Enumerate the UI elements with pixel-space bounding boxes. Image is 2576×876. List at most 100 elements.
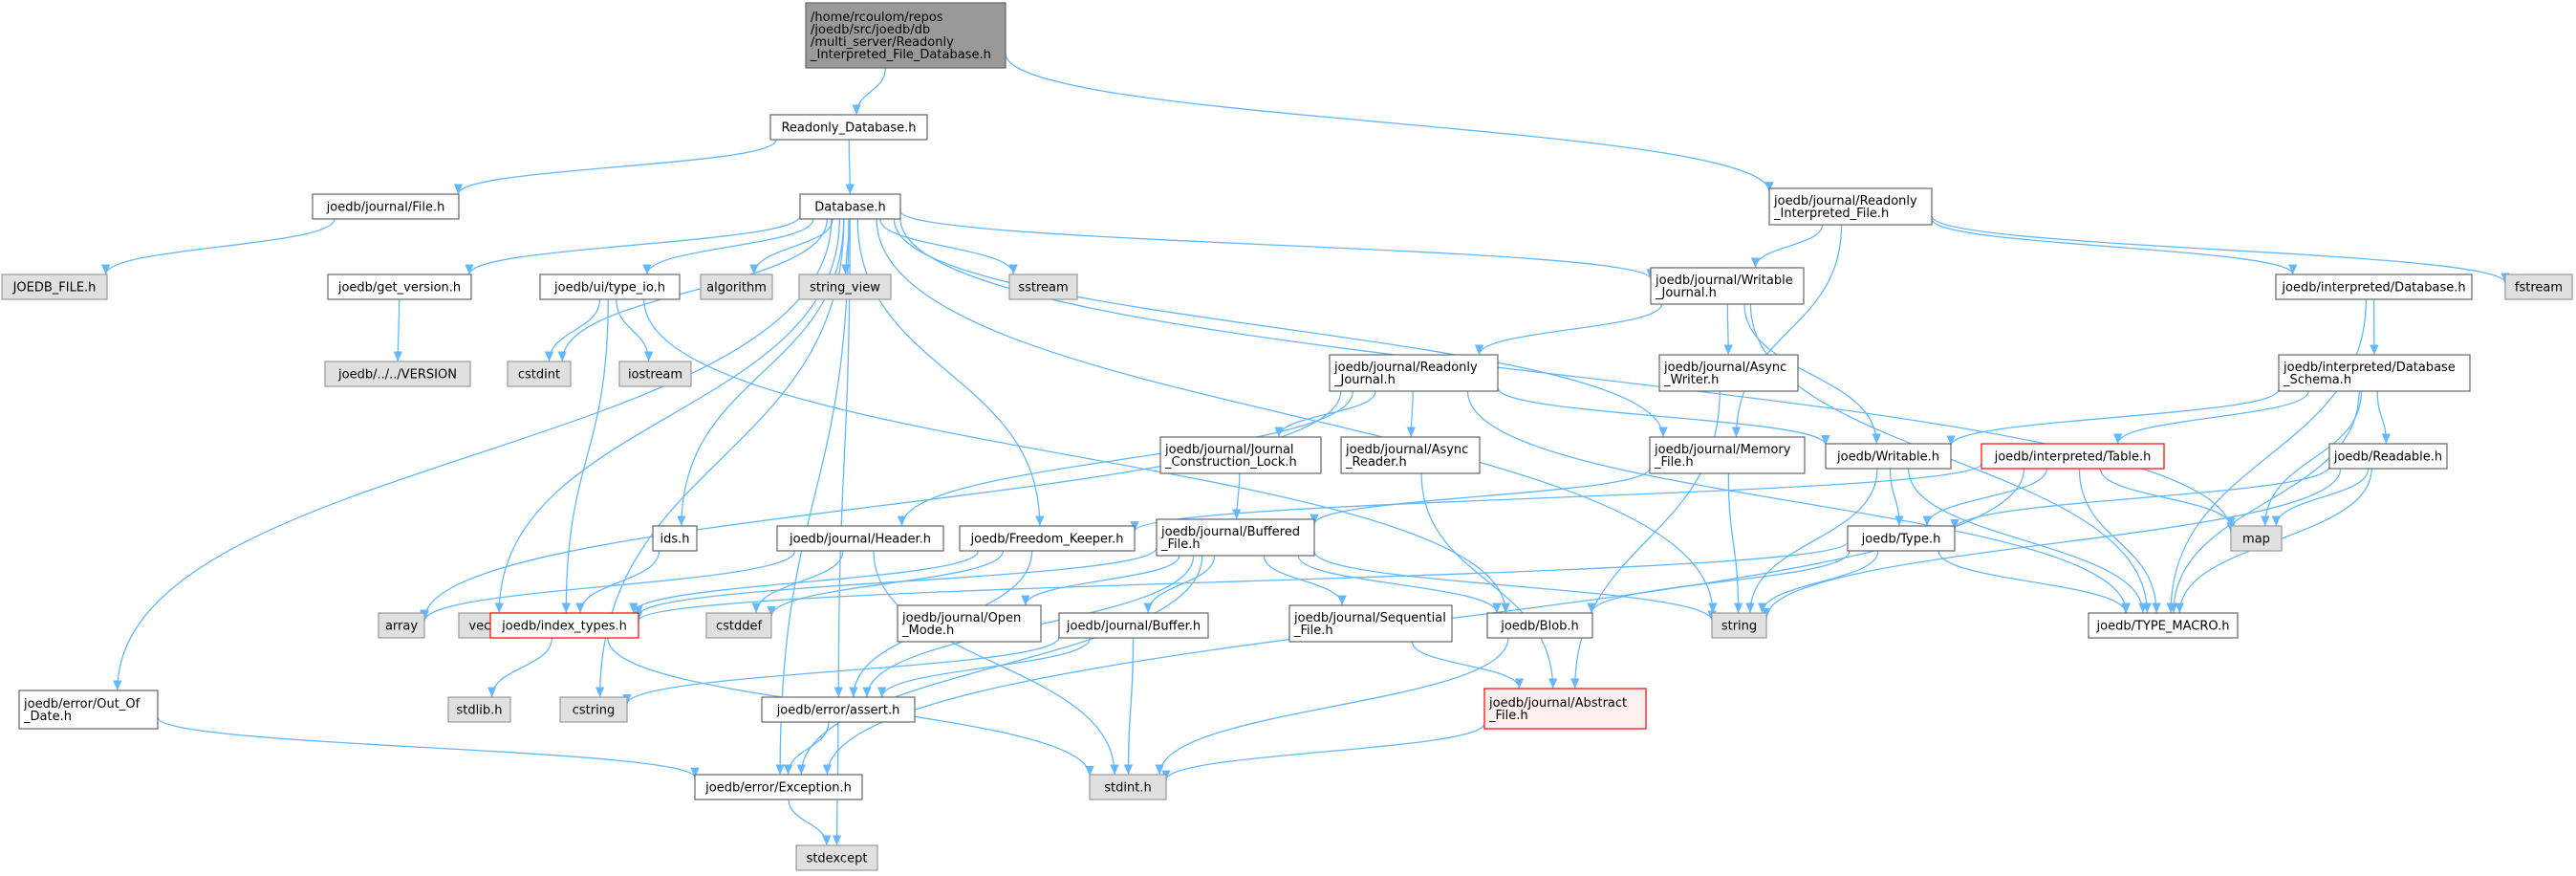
edge-buffered_file-to-string xyxy=(1313,551,1717,622)
node-box xyxy=(805,2,1007,69)
node-box xyxy=(378,612,425,639)
node-ro-interp-file[interactable]: joedb/journal/Readonly_Interpreted_File.… xyxy=(1768,187,1933,226)
edge-buffered_file-to-open_mode xyxy=(1021,555,1180,606)
edge-buffered_file-to-index_types xyxy=(634,547,1158,617)
node-box xyxy=(652,525,698,552)
edge-header-to-stdint xyxy=(873,550,1119,776)
node-label: stdint.h xyxy=(1104,781,1151,796)
node-index-types[interactable]: joedb/index_types.h xyxy=(489,612,639,639)
edge-readonly_journal-to-array xyxy=(420,390,1342,621)
node-label: joedb/error/Exception.h xyxy=(704,781,852,796)
node-exception[interactable]: joedb/error/Exception.h xyxy=(694,774,863,800)
edge-interp_table-to-type xyxy=(1922,468,2048,527)
node-label: _File.h xyxy=(1488,709,1528,723)
node-freedom-keeper[interactable]: joedb/Freedom_Keeper.h xyxy=(959,525,1136,552)
edge-readonly_journal-to-async_reader xyxy=(1406,390,1416,438)
node-abstract-file[interactable]: joedb/journal/Abstract_File.h xyxy=(1483,688,1647,730)
node-label: _Writer.h xyxy=(1663,373,1719,387)
node-box xyxy=(1288,604,1453,643)
node-box xyxy=(1711,612,1767,639)
node-box xyxy=(2278,354,2471,392)
edge-db_schema-to-type_macro xyxy=(2169,390,2360,614)
node-interp-table[interactable]: joedb/interpreted/Table.h xyxy=(1981,443,2165,470)
edge-database-to-ids xyxy=(677,218,845,527)
node-sequential-file[interactable]: joedb/journal/Sequential_File.h xyxy=(1288,604,1453,643)
node-label: sstream xyxy=(1018,281,1068,296)
node-root[interactable]: /home/rcoulom/repos/joedb/src/joedb/db/m… xyxy=(805,2,1007,69)
node-label: JOEDB_FILE.h xyxy=(12,281,97,296)
node-label: joedb/journal/Abstract xyxy=(1488,696,1627,711)
node-fstream: fstream xyxy=(2504,274,2573,300)
node-label: map xyxy=(2242,533,2270,547)
edge-construction_lock-to-buffered_file xyxy=(1232,472,1242,520)
node-get-version[interactable]: joedb/get_version.h xyxy=(327,274,472,300)
edge-writable-to-string xyxy=(1745,468,1878,614)
node-database[interactable]: Database.h xyxy=(799,193,901,220)
node-label: /home/rcoulom/repos xyxy=(811,11,943,25)
node-label: joedb/ui/type_io.h xyxy=(553,281,665,296)
node-header[interactable]: joedb/journal/Header.h xyxy=(776,525,944,552)
edge-database-to-exception xyxy=(775,218,850,776)
node-interp-database[interactable]: joedb/interpreted/Database.h xyxy=(2275,274,2473,300)
node-box xyxy=(1058,612,1209,639)
node-box xyxy=(798,274,892,300)
node-label: joedb/Freedom_Keeper.h xyxy=(969,533,1123,547)
edge-database-to-writable_journal xyxy=(899,210,1656,280)
node-writable[interactable]: joedb/Writable.h xyxy=(1825,443,1952,470)
node-box xyxy=(1847,525,1956,552)
node-label: _Interpreted_File.h xyxy=(1773,207,1889,221)
edge-database-to-map xyxy=(899,218,2236,533)
node-readonly-journal[interactable]: joedb/journal/Readonly_Journal.h xyxy=(1329,354,1499,392)
node-label: joedb/journal/Header.h xyxy=(789,533,931,547)
node-box xyxy=(776,525,944,552)
node-type[interactable]: joedb/Type.h xyxy=(1847,525,1956,552)
node-readonly-db[interactable]: Readonly_Database.h xyxy=(769,114,928,141)
node-ids[interactable]: ids.h xyxy=(652,525,698,552)
edge-readonly_journal-to-type_macro xyxy=(1466,390,2132,614)
node-db-schema[interactable]: joedb/interpreted/Database_Schema.h xyxy=(2278,354,2471,392)
edge-ro_interp_file-to-writable_journal xyxy=(1750,224,1824,269)
node-box xyxy=(2088,612,2239,639)
edge-database-to-cstdint xyxy=(557,218,828,362)
node-type-io[interactable]: joedb/ui/type_io.h xyxy=(539,274,681,300)
node-async-writer[interactable]: joedb/journal/Async_Writer.h xyxy=(1658,354,1799,392)
node-label: joedb/interpreted/Database xyxy=(2283,361,2456,375)
node-blob[interactable]: joedb/Blob.h xyxy=(1486,612,1593,639)
node-writable-journal[interactable]: joedb/journal/Writable_Journal.h xyxy=(1650,267,1805,305)
edge-ids-to-index_types xyxy=(575,550,660,614)
node-construction-lock[interactable]: joedb/journal/Journal_Construction_Lock.… xyxy=(1159,436,1322,474)
node-out-of-date[interactable]: joedb/error/Out_Of_Date.h xyxy=(18,690,159,730)
node-string-view: string_view xyxy=(798,274,892,300)
node-memory-file[interactable]: joedb/journal/Memory_File.h xyxy=(1649,436,1806,474)
node-readable[interactable]: joedb/Readable.h xyxy=(2328,443,2448,470)
node-label: array xyxy=(385,620,418,634)
node-label: Readonly_Database.h xyxy=(781,121,916,136)
node-type-macro[interactable]: joedb/TYPE_MACRO.h xyxy=(2088,612,2239,639)
node-label: joedb/journal/File.h xyxy=(326,201,445,215)
node-journal-file[interactable]: joedb/journal/File.h xyxy=(312,193,460,220)
node-buffer[interactable]: joedb/journal/Buffer.h xyxy=(1058,612,1209,639)
edge-readonly_journal-to-writable xyxy=(1497,387,1830,446)
node-box xyxy=(1483,688,1647,730)
node-label: joedb/Readable.h xyxy=(2333,450,2442,465)
edge-db_schema-to-map xyxy=(2261,390,2363,527)
edge-header-to-array xyxy=(420,550,796,622)
node-stdlib: stdlib.h xyxy=(447,696,511,723)
node-open-mode[interactable]: joedb/journal/Open_Mode.h xyxy=(897,604,1042,643)
edge-buffer-to-assert xyxy=(877,637,1091,698)
node-assert[interactable]: joedb/error/assert.h xyxy=(761,696,916,723)
node-label: joedb/journal/Writable xyxy=(1655,274,1793,288)
node-string: string xyxy=(1711,612,1767,639)
node-box xyxy=(1008,274,1078,300)
node-label: joedb/journal/Readonly xyxy=(1773,194,1917,208)
edge-ro_interp_file-to-interp_database xyxy=(1931,218,2298,275)
edge-buffer-to-cstring xyxy=(622,636,1060,705)
node-box xyxy=(312,193,460,220)
node-box xyxy=(1159,436,1322,474)
node-buffered-file[interactable]: joedb/journal/Buffered_File.h xyxy=(1156,518,1315,557)
node-label: /multi_server/Readonly xyxy=(811,35,954,50)
node-box xyxy=(1981,443,2165,470)
node-async-reader[interactable]: joedb/journal/Async_Reader.h xyxy=(1340,436,1481,474)
node-cstddef: cstddef xyxy=(705,612,772,639)
edge-root-to-ro_interp_file xyxy=(1005,53,1774,192)
